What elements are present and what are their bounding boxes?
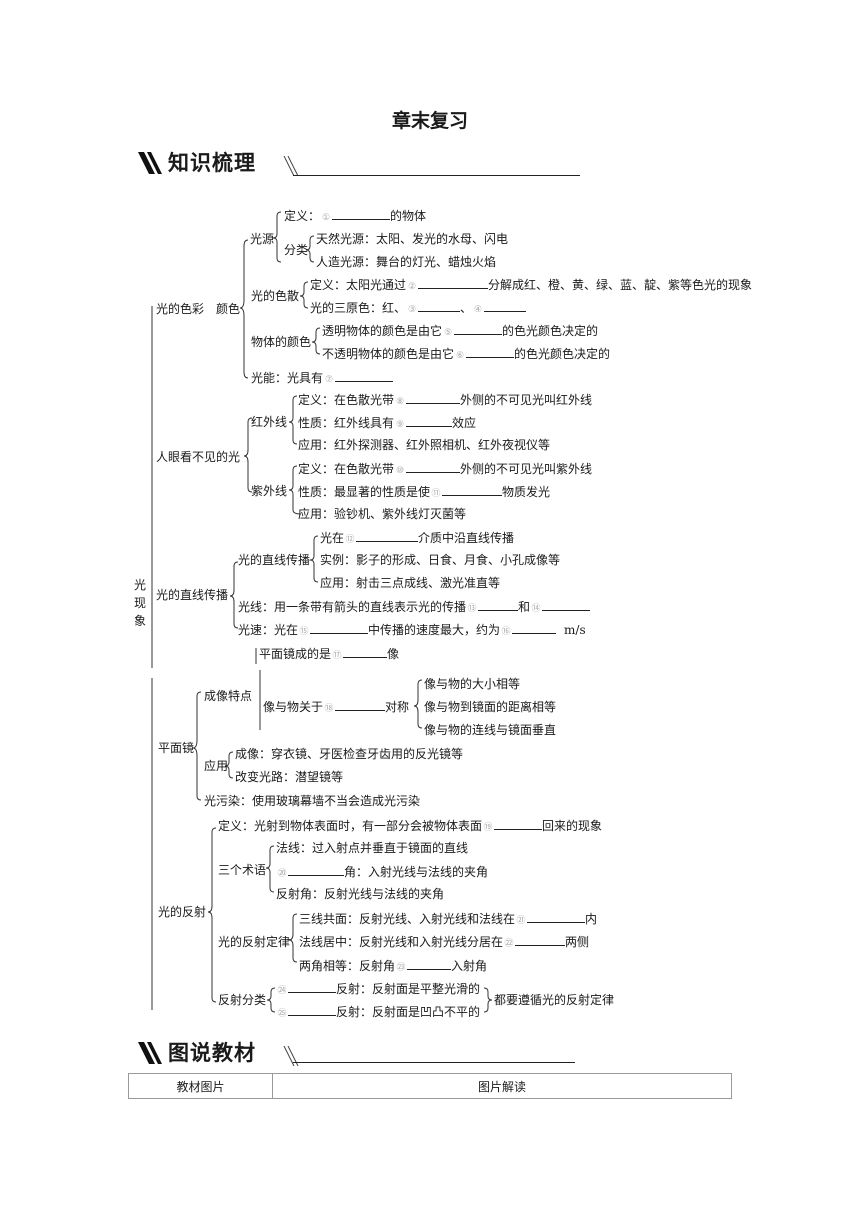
dispersion-label: 光的色散 [251,289,300,303]
slash-mark-icon [138,152,162,174]
light-pollution: 光污染：使用玻璃幕墙不当会造成光污染 [204,794,421,808]
straight-propagation-label: 光的直线传播 [156,588,229,602]
feature-perpendicular: 像与物的连线与镜面垂直 [424,723,557,737]
light-source-category-label: 分类 [284,243,309,257]
mirror-application-imaging: 成像：穿衣镜、牙医检查牙齿用的反光镜等 [235,747,464,761]
double-slash-icon [283,1046,299,1066]
reflection-law-label: 光的反射定律 [218,935,291,949]
table-header-interpretation: 图片解读 [272,1073,732,1099]
three-terms-label: 三个术语 [218,863,267,877]
double-slash-icon [283,156,299,176]
propagation-examples: 实例：影子的形成、日食、月食、小孔成像等 [320,553,561,567]
table-header-row: 教材图片 图片解读 [128,1073,732,1099]
picture-table: 教材图片 图片解读 [128,1073,732,1099]
section-header-knowledge: 知识梳理 [138,148,583,180]
mirror-application-label: 应用 [204,759,229,773]
slash-mark-icon [138,1042,162,1064]
root-label: 光现象 [134,578,147,628]
section-title: 知识梳理 [168,151,256,175]
artificial-light-source: 人造光源：舞台的灯光、蜡烛火焰 [316,255,497,269]
natural-light-source: 天然光源：太阳、发光的水母、闪电 [316,232,509,246]
reflection-angle-term: 反射角：反射光线与法线的夹角 [276,887,445,901]
object-color-label: 物体的颜色 [251,335,312,349]
color-branch-label: 光的色彩 颜色 [156,302,241,316]
table-header-pictures: 教材图片 [128,1073,273,1099]
infrared-application: 应用：红外探测器、红外照相机、红外夜视仪等 [298,438,551,452]
reflection-types-label: 反射分类 [218,993,267,1007]
section-title: 图说教材 [168,1041,256,1065]
ultraviolet-application: 应用：验钞机、紫外线灯灭菌等 [298,507,467,521]
invisible-light-label: 人眼看不见的光 [156,450,241,464]
section-rule [293,1062,575,1063]
section-header-pictures: 图说教材 [138,1038,583,1070]
mirror-application-path: 改变光路：潜望镜等 [235,770,344,784]
normal-line-term: 法线：过入射点并垂直于镜面的直线 [276,841,469,855]
page-title: 章末复习 [391,110,468,132]
feature-distance: 像与物到镜面的距离相等 [424,700,557,714]
propagation-application: 应用：射击三点成线、激光准直等 [320,576,501,590]
imaging-features-label: 成像特点 [204,689,253,703]
ultraviolet-label: 紫外线 [251,484,288,498]
light-source-label: 光源 [250,232,275,246]
feature-size: 像与物的大小相等 [424,677,521,691]
plane-mirror-label: 平面镜 [158,741,195,755]
reflection-label: 光的反射 [158,905,207,919]
straight-propagation-sub-label: 光的直线传播 [238,553,311,567]
section-rule [293,175,580,176]
infrared-label: 红外线 [251,415,288,429]
primary-colors: 光的三原色：红、③、④ [310,299,527,318]
reflection-common-law: 都要遵循光的反射定律 [494,993,615,1007]
